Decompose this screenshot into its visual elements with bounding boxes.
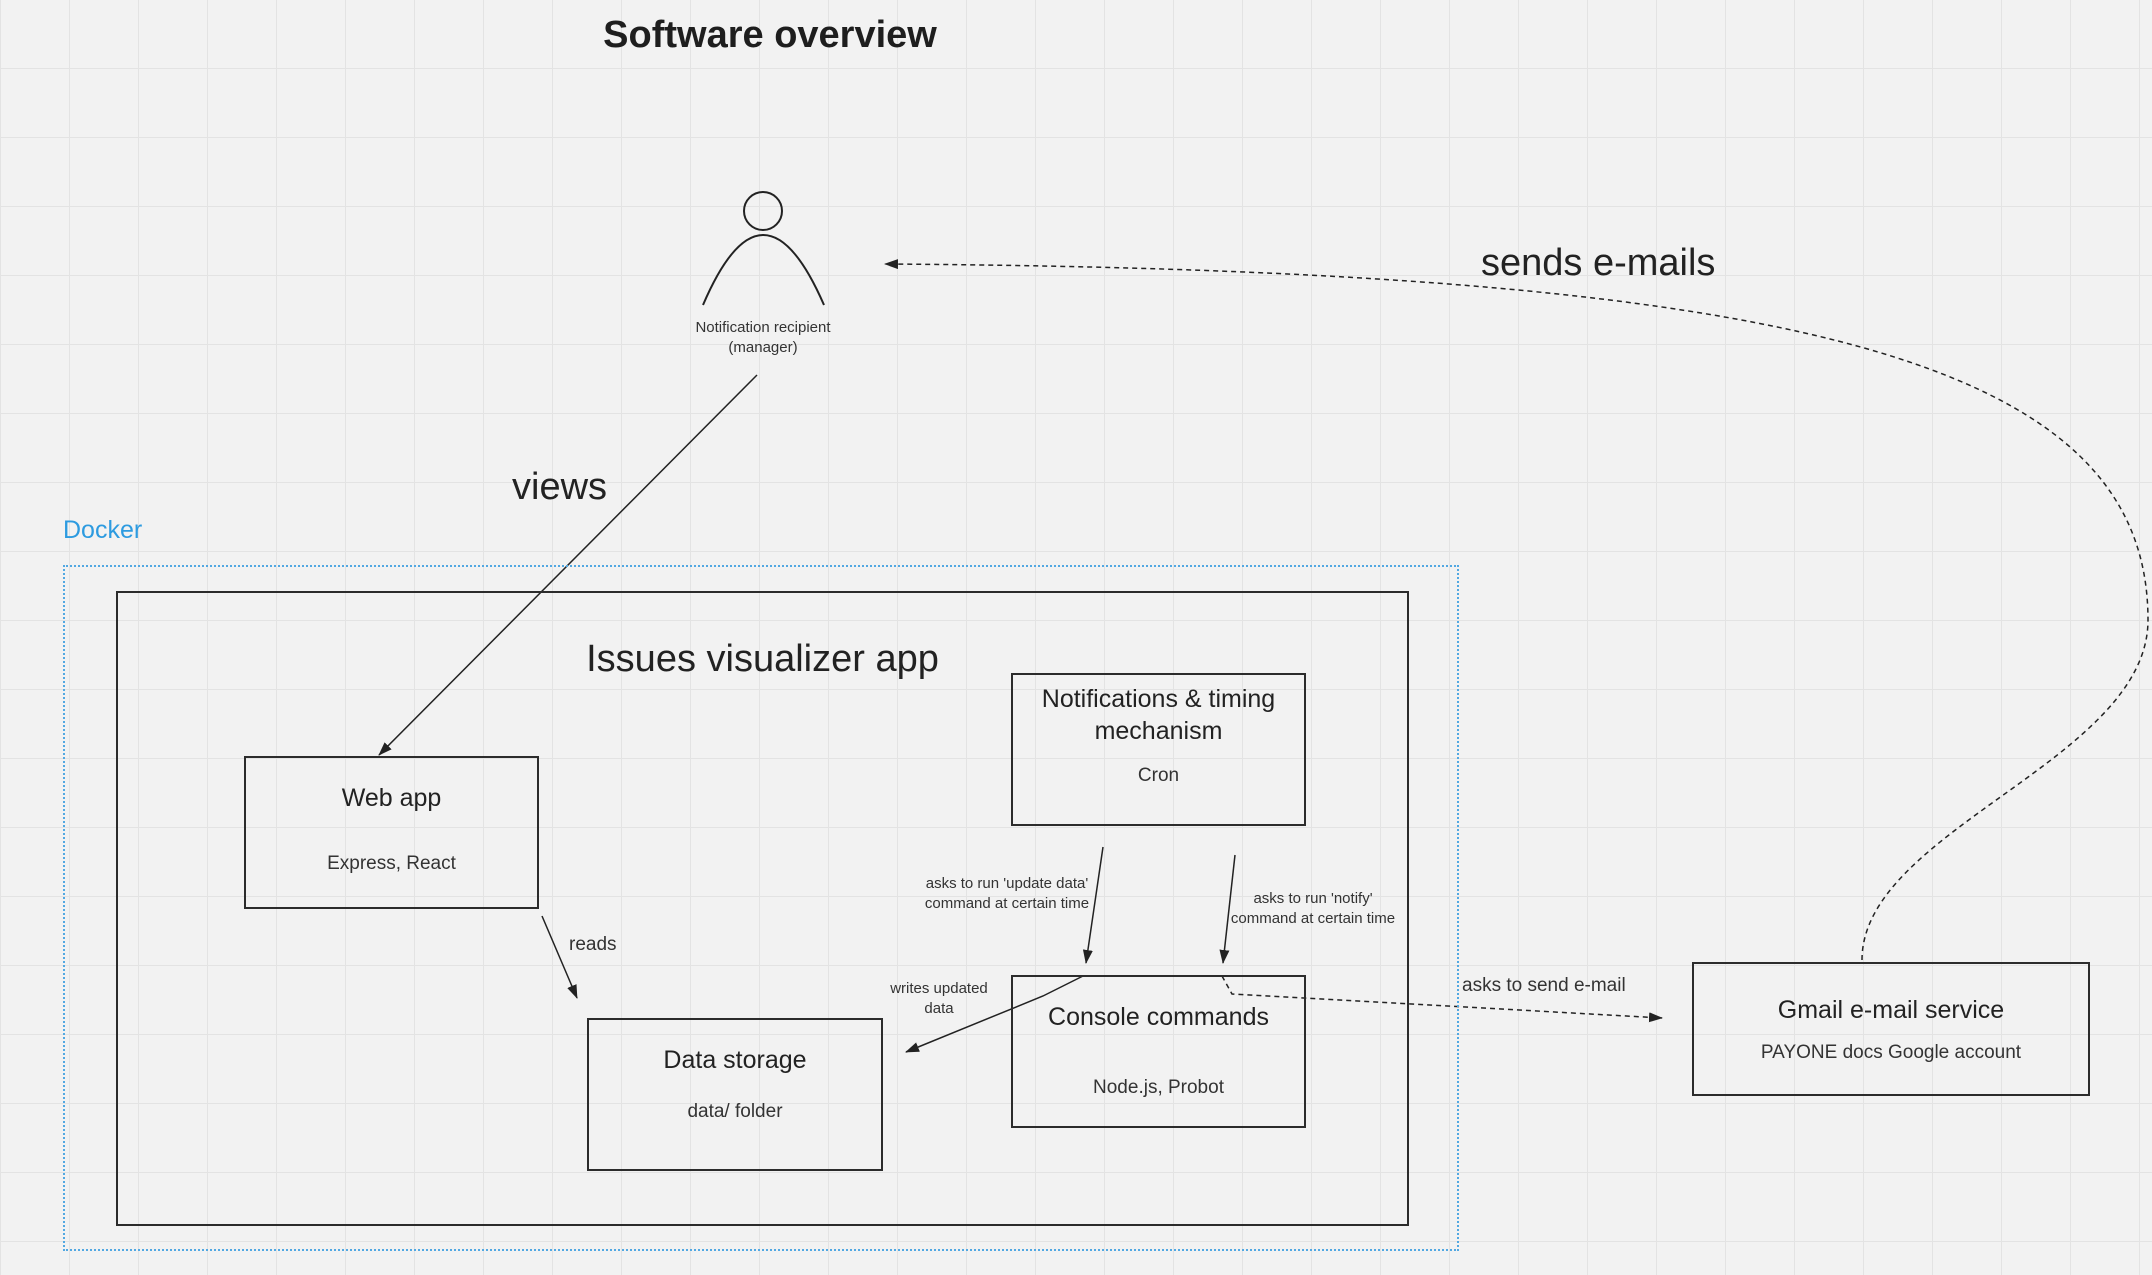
data-storage-name: Data storage	[663, 1046, 807, 1074]
console-commands-tech: Node.js, Probot	[1093, 1077, 1224, 1098]
actor-figure	[702, 191, 825, 306]
notifications-tech: Cron	[1137, 765, 1180, 786]
console-commands-name: Console commands	[1048, 1003, 1269, 1031]
diagram-title: Software overview	[603, 14, 937, 56]
docker-label: Docker	[63, 516, 143, 544]
actor-label: Notification recipient (manager)	[673, 318, 853, 358]
app-title: Issues visualizer app	[586, 638, 939, 680]
send-email-arrow	[1221, 975, 1663, 1023]
writes-label: writes updated data	[879, 979, 999, 1019]
gmail-tech: PAYONE docs Google account	[1760, 1042, 2022, 1063]
gmail-name: Gmail e-mail service	[1777, 996, 2005, 1024]
writes-arrow	[905, 975, 1084, 1053]
notify-label-line2: command at certain time	[1230, 910, 1396, 927]
update-data-label: asks to run 'update data' command at cer…	[912, 874, 1102, 914]
data-storage-box: Data storage data/ folder	[587, 1018, 883, 1171]
sends-emails-label: sends e-mails	[1481, 242, 1716, 284]
notify-label-line1: asks to run 'notify'	[1253, 890, 1373, 907]
notifications-name-line1: Notifications & timing	[1041, 685, 1276, 713]
notify-label: asks to run 'notify' command at certain …	[1223, 889, 1403, 929]
app-container	[116, 591, 1409, 1226]
web-app-tech: Express, React	[327, 853, 456, 874]
data-storage-tech: data/ folder	[687, 1101, 783, 1122]
docker-container	[63, 565, 1459, 1251]
reads-label: reads	[569, 934, 617, 955]
actor-label-line2: (manager)	[728, 339, 798, 356]
actor-label-line1: Notification recipient	[695, 319, 831, 336]
writes-label-line1: writes updated	[890, 980, 988, 997]
notifications-box: Notifications & timing mechanism Cron	[1011, 673, 1306, 826]
views-label: views	[512, 466, 608, 508]
notify-arrow	[1219, 854, 1236, 964]
console-commands-box: Console commands Node.js, Probot	[1011, 975, 1306, 1128]
gmail-box: Gmail e-mail service PAYONE docs Google …	[1692, 962, 2090, 1096]
web-app-name: Web app	[341, 784, 442, 812]
sends-emails-arrow	[884, 259, 2149, 961]
send-email-label: asks to send e-mail	[1462, 975, 1626, 996]
web-app-box: Web app Express, React	[244, 756, 539, 909]
update-data-label-line1: asks to run 'update data'	[925, 875, 1089, 892]
reads-arrow	[541, 915, 578, 999]
actor-head	[743, 191, 783, 231]
notifications-name-line2: mechanism	[1094, 717, 1223, 745]
update-data-arrow	[1082, 846, 1104, 964]
writes-label-line2: data	[924, 1000, 954, 1017]
update-data-label-line2: command at certain time	[924, 895, 1090, 912]
actor-body	[702, 234, 825, 306]
